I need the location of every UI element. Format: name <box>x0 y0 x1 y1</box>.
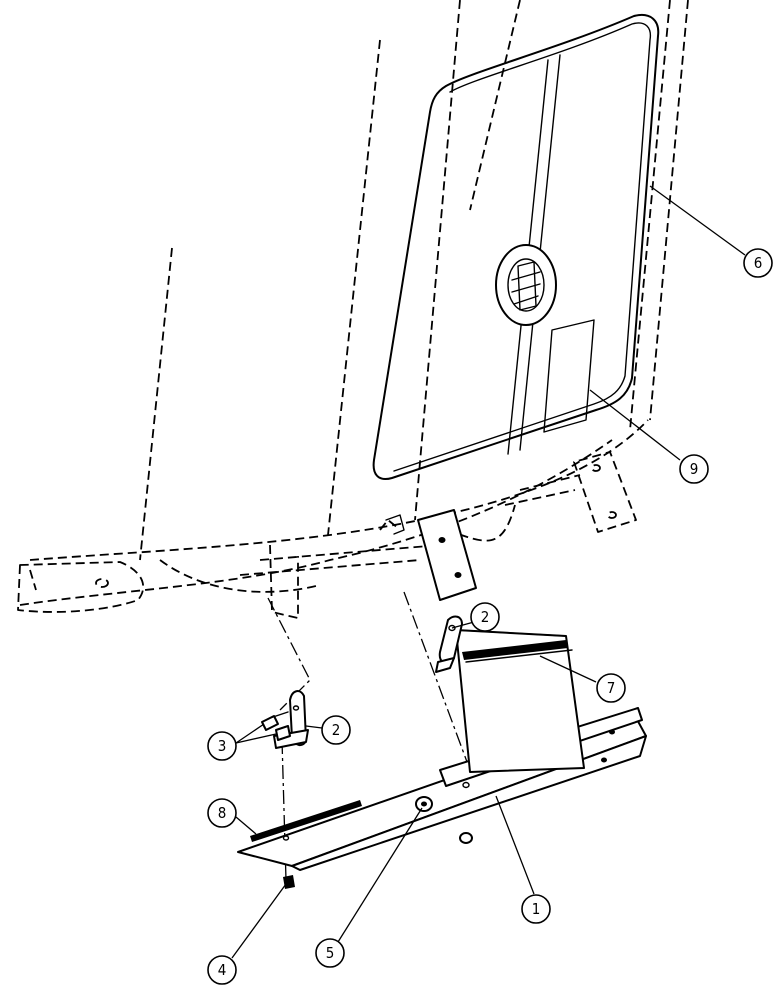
svg-text:4: 4 <box>218 961 227 979</box>
callout-7: 7 <box>596 673 626 703</box>
callout-3: 3 <box>207 731 237 761</box>
svg-text:2: 2 <box>332 721 341 739</box>
body-bracket <box>385 509 477 601</box>
svg-text:7: 7 <box>607 679 616 697</box>
bolts <box>261 711 291 741</box>
callout-1: 1 <box>521 894 551 924</box>
callout-2-lower: 2 <box>321 715 351 745</box>
fender-panel <box>372 14 660 480</box>
callout-9: 9 <box>679 454 709 484</box>
callout-2-upper: 2 <box>470 602 500 632</box>
upright-shield <box>455 629 585 773</box>
leader-lines <box>231 185 746 959</box>
nut <box>283 875 295 889</box>
callout-5: 5 <box>315 938 345 968</box>
callout-4: 4 <box>207 955 237 985</box>
callout-6: 6 <box>743 248 773 278</box>
svg-text:3: 3 <box>218 737 227 755</box>
svg-text:5: 5 <box>326 944 335 962</box>
svg-text:8: 8 <box>218 804 227 822</box>
svg-text:1: 1 <box>532 900 541 918</box>
svg-text:9: 9 <box>690 460 699 478</box>
phantom-body-outline <box>17 0 689 619</box>
emblem-icon <box>495 244 557 326</box>
callout-8: 8 <box>207 798 237 828</box>
decal <box>543 319 595 433</box>
rubber-strip <box>250 800 362 842</box>
svg-text:6: 6 <box>754 254 763 272</box>
svg-text:2: 2 <box>481 608 490 626</box>
hinge-bracket-right <box>435 615 463 673</box>
